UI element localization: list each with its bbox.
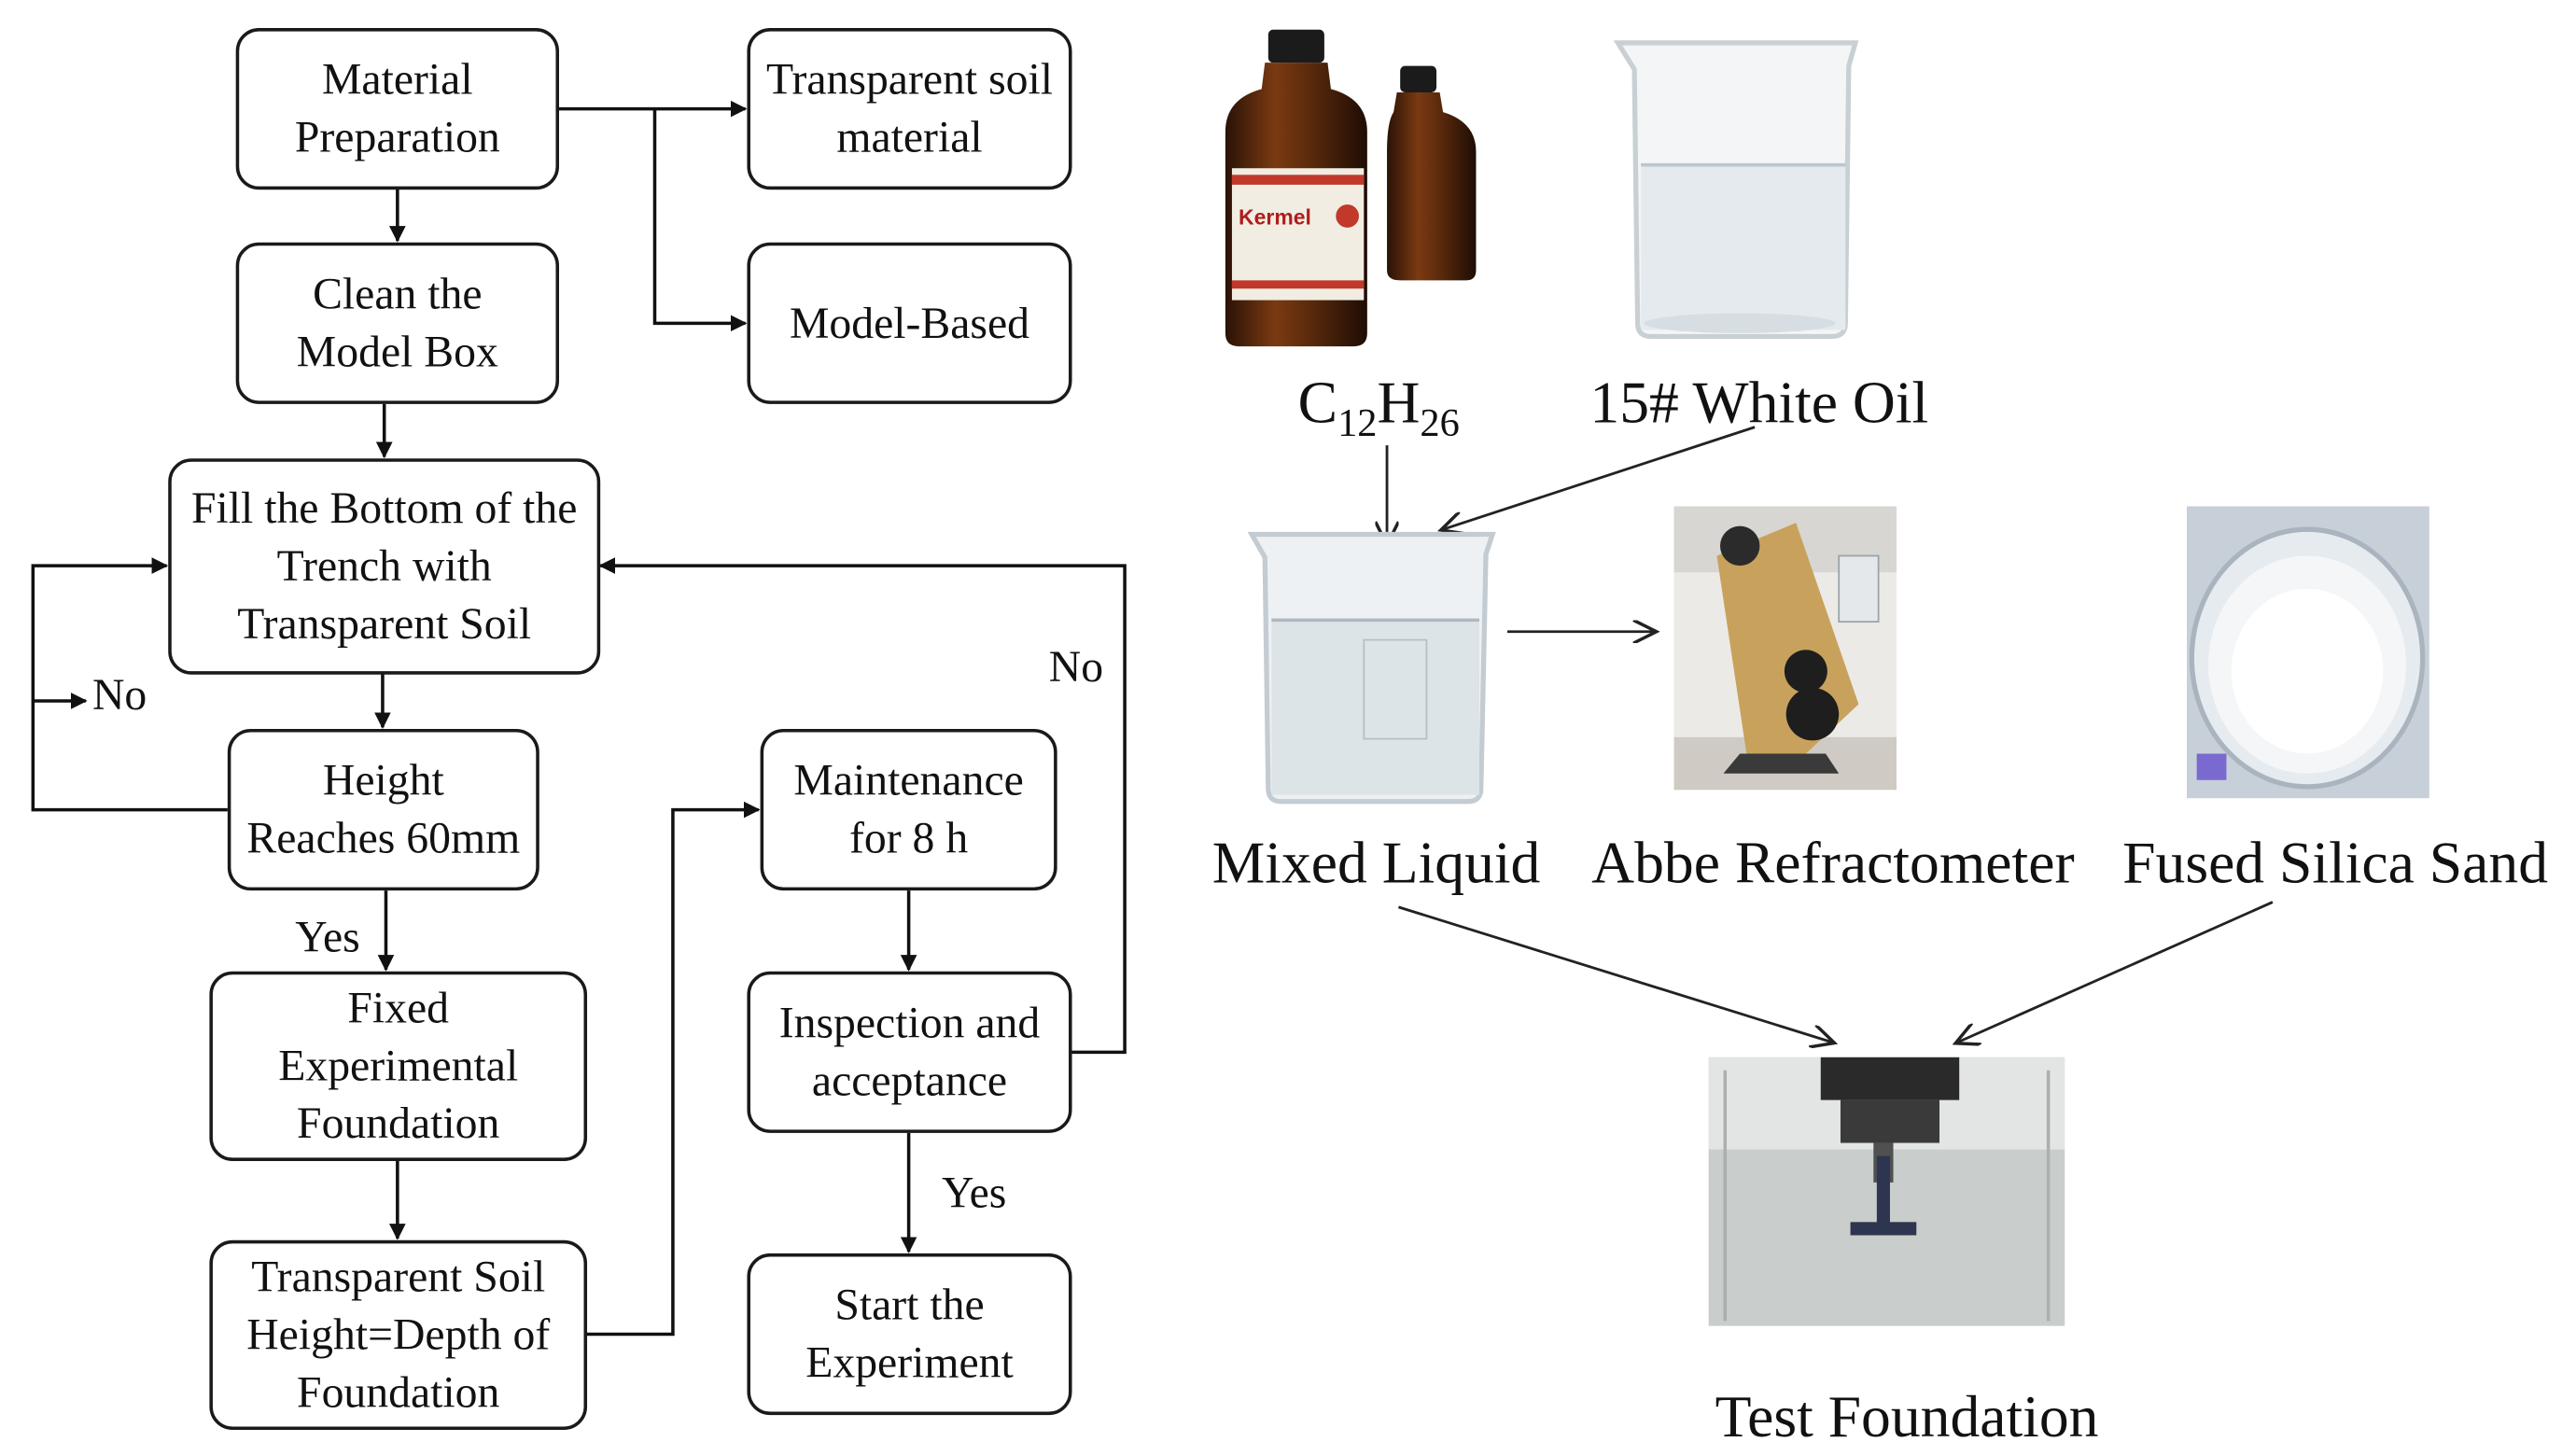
fused-silica-sand-image xyxy=(2187,506,2429,799)
white-oil-label: 15# White Oil xyxy=(1589,369,1929,436)
test-foundation-label: Test Foundation xyxy=(1715,1383,2099,1450)
fused-silica-sand-label: Fused Silica Sand xyxy=(2122,829,2549,896)
mixed-liquid-label: Mixed Liquid xyxy=(1211,829,1541,896)
yes-label-height: Yes xyxy=(295,912,360,962)
svg-text:Kermel: Kermel xyxy=(1239,204,1311,229)
test-foundation-image xyxy=(1708,1057,2065,1326)
mixed-liquid-beaker-image xyxy=(1245,525,1501,808)
dodecane-formula-label: C12H26 xyxy=(1297,369,1460,446)
model-based-box: Model-Based xyxy=(747,242,1072,404)
white-oil-beaker-image xyxy=(1608,33,1872,346)
no-label-left: No xyxy=(91,669,147,720)
abbe-refractometer-image xyxy=(1673,506,1897,791)
arrow-white-oil-to-mixed xyxy=(1443,426,1756,530)
loop-height-no xyxy=(31,557,228,812)
loop-inspection-no xyxy=(598,557,1127,1055)
no-label-right: No xyxy=(1048,641,1104,692)
arrow-soil-height-to-maintenance xyxy=(585,801,761,1337)
arrow-to-model-based xyxy=(652,108,748,332)
dodecane-bottles-image: Kermel xyxy=(1215,23,1495,353)
abbe-refractometer-label: Abbe Refractometer xyxy=(1591,829,2075,896)
arrow-mixed-to-test xyxy=(1397,905,1832,1043)
yes-label-inspection: Yes xyxy=(941,1168,1007,1218)
arrow-silica-to-test xyxy=(1957,901,2274,1043)
